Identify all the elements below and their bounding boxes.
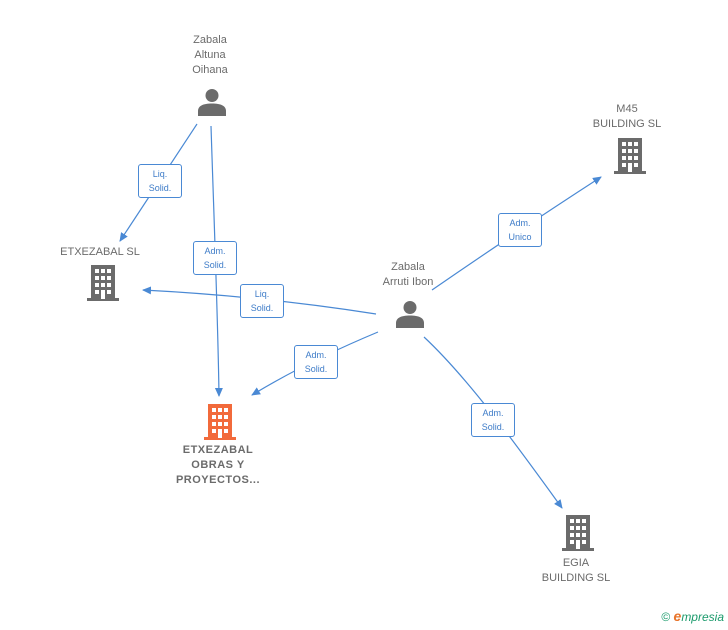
node-label-egia-building-sl[interactable]: EGIA BUILDING SL	[541, 557, 611, 584]
node-label-zabala-arruti-ibon[interactable]: Zabala Arruti Ibon	[382, 261, 434, 288]
copyright-icon: ©	[661, 610, 671, 624]
brand-logo-initial: e	[673, 608, 682, 624]
edge-label-adm-solid[interactable]: Adm. Solid.	[193, 241, 237, 275]
edge-label-liq-solid[interactable]: Liq. Solid.	[240, 284, 284, 318]
edge-label-adm-solid[interactable]: Adm. Solid.	[471, 403, 515, 437]
node-label-etxezabal-sl[interactable]: ETXEZABAL SL	[60, 246, 140, 258]
person-icon[interactable]	[395, 299, 425, 329]
building-icon[interactable]	[562, 515, 594, 551]
person-icon[interactable]	[197, 87, 227, 117]
node-label-etxezabal-obras-y-proyectos[interactable]: ETXEZABAL OBRAS Y PROYECTOS...	[175, 444, 261, 486]
building-icon[interactable]	[87, 265, 119, 301]
node-label-m45-building-sl[interactable]: M45 BUILDING SL	[592, 103, 662, 130]
building-icon[interactable]	[204, 404, 236, 440]
building-icon[interactable]	[614, 138, 646, 174]
edge-label-liq-solid[interactable]: Liq. Solid.	[138, 164, 182, 198]
brand-logo-text: mpresia	[681, 610, 724, 624]
edge-label-adm-solid[interactable]: Adm. Solid.	[294, 345, 338, 379]
node-label-zabala-altuna-oihana[interactable]: Zabala Altuna Oihana	[192, 34, 228, 76]
copyright-notice: © empresia	[661, 608, 724, 624]
edge-label-adm-unico[interactable]: Adm. Unico	[498, 213, 542, 247]
